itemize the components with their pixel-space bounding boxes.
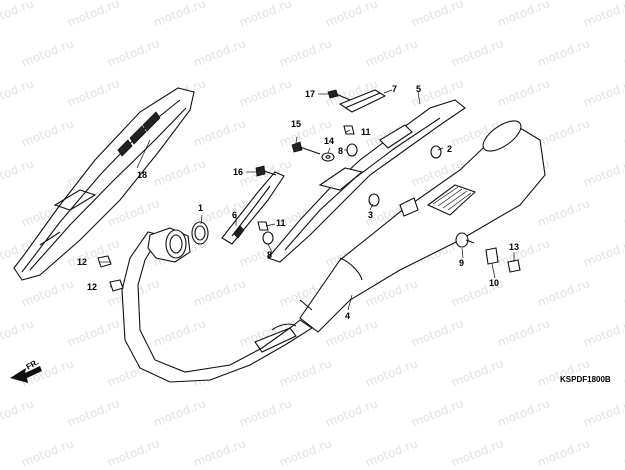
- callout-12-upper: 12: [77, 257, 88, 267]
- drawing-code: KSPDF1800B: [560, 375, 611, 384]
- heat-shield-18: [13, 87, 195, 281]
- small-shield-6: [221, 171, 285, 245]
- callout-1: 1: [198, 203, 204, 213]
- callout-12-lower: 12: [87, 282, 98, 292]
- callout-10: 10: [489, 278, 500, 288]
- leader-lines: [100, 89, 515, 311]
- callout-18: 18: [137, 170, 148, 180]
- callout-11-upper: 11: [361, 127, 371, 137]
- bracket-7: [338, 89, 387, 113]
- callout-3: 3: [368, 210, 374, 220]
- callout-8-lower: 8: [267, 250, 273, 260]
- muffler-stay-5: [267, 99, 466, 263]
- callout-9: 9: [459, 258, 465, 268]
- callout-13: 13: [509, 242, 520, 252]
- front-direction-arrow: [10, 366, 42, 383]
- callout-17: 17: [305, 89, 316, 99]
- callout-16: 16: [233, 167, 244, 177]
- muffler-body: [299, 120, 546, 333]
- callout-7: 7: [392, 84, 398, 94]
- callout-15: 15: [291, 119, 302, 129]
- fasteners: [97, 89, 521, 292]
- callout-5: 5: [416, 84, 422, 94]
- callout-6: 6: [232, 210, 238, 220]
- callout-4: 4: [345, 311, 351, 321]
- callout-8-upper: 8: [338, 146, 344, 156]
- callout-11-lower: 11: [276, 218, 286, 228]
- callout-14: 14: [324, 136, 335, 146]
- gasket-1: [191, 221, 209, 245]
- callout-2: 2: [447, 144, 453, 154]
